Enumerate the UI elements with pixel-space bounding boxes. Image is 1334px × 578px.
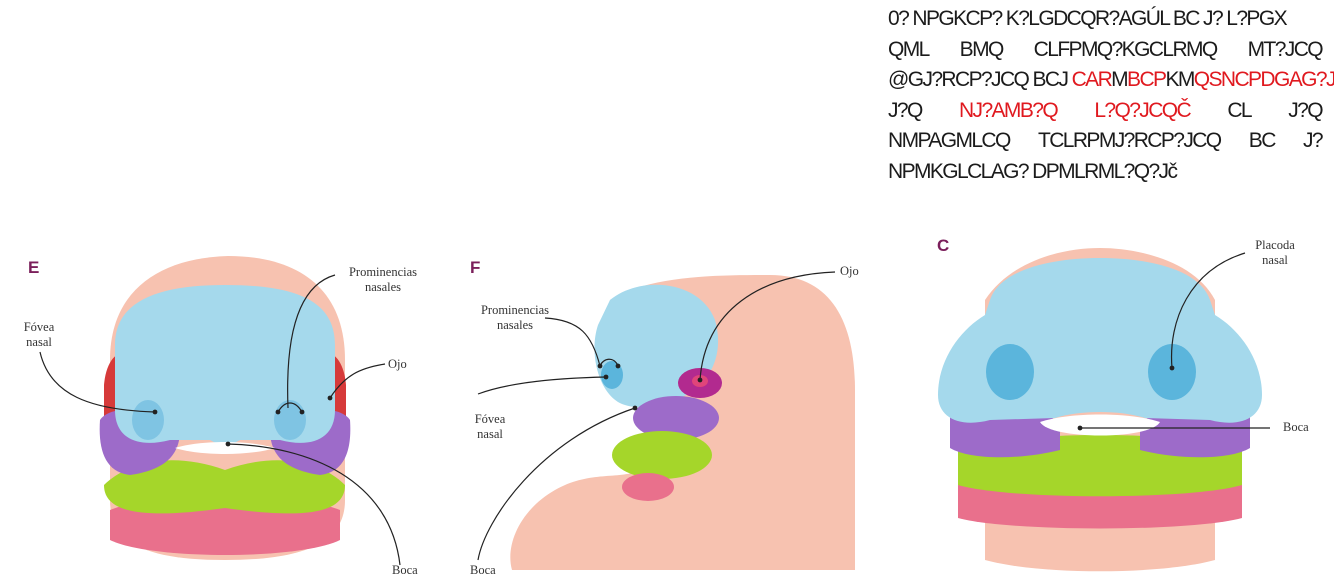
panel-e-fovea-label: Fóvea nasal <box>14 320 64 350</box>
panel-f-fovea-label: Fóvea nasal <box>470 412 510 442</box>
panel-e-boca-label: Boca <box>392 563 418 578</box>
panel-c-placode-left <box>986 344 1034 400</box>
panel-f-ojo-label: Ojo <box>840 264 859 279</box>
panel-c-placoda-label: Placoda nasal <box>1245 238 1305 268</box>
panel-e-prominencias-label: Prominencias nasales <box>338 265 428 295</box>
panel-f-hyoid <box>622 473 674 501</box>
panel-c-boca-label: Boca <box>1283 420 1309 435</box>
panel-e-ojo-label: Ojo <box>388 357 407 372</box>
panel-f-mandible <box>612 431 712 479</box>
panel-e-nasal-pit-right <box>274 400 306 440</box>
panel-c-illustration <box>938 248 1270 571</box>
panel-f-boca-label: Boca <box>470 563 496 578</box>
panel-c-frontonasal <box>938 258 1262 423</box>
panel-e-illustration <box>40 256 400 565</box>
panel-e-nasal-pit-left <box>132 400 164 440</box>
panel-f-prominencias-label: Prominencias nasales <box>470 303 560 333</box>
